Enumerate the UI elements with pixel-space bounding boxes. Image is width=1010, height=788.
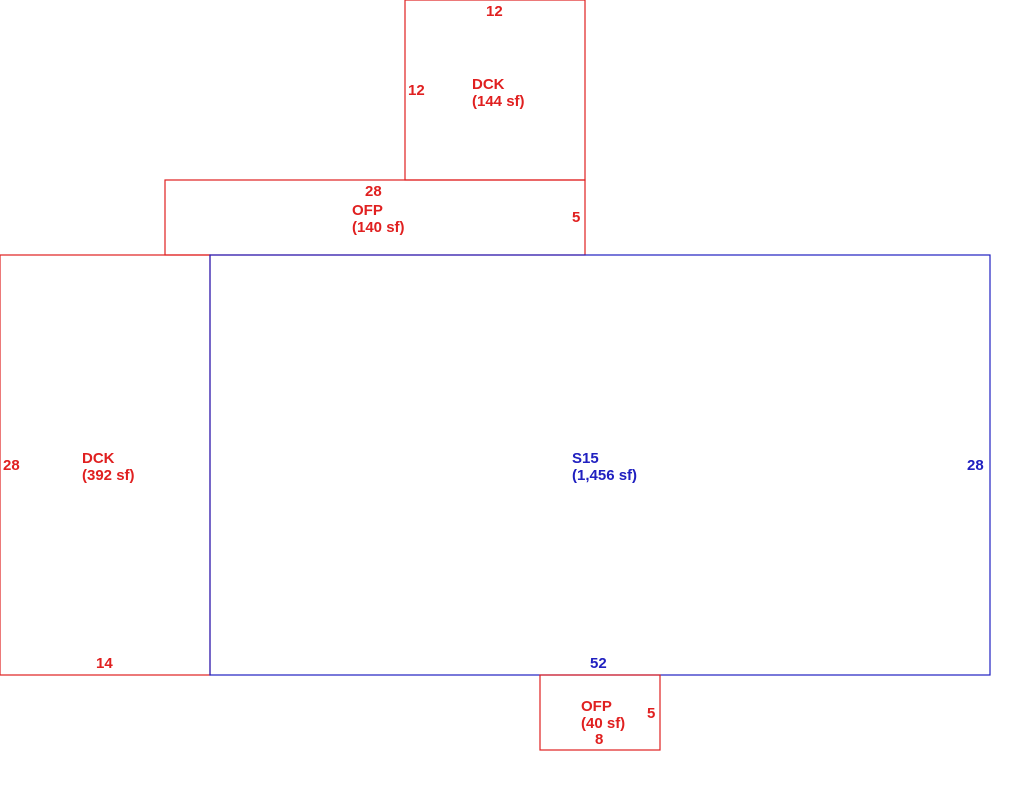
porch-bottom-outline <box>539 674 661 751</box>
porch-top-area: (140 sf) <box>352 219 405 236</box>
main-dim-height: 28 <box>967 457 984 474</box>
deck-left-dim-height: 28 <box>3 457 20 474</box>
porch-bottom-code: OFP <box>581 698 612 715</box>
deck-left-code: DCK <box>82 450 115 467</box>
main-code: S15 <box>572 450 599 467</box>
deck-top-dim-height: 12 <box>408 82 425 99</box>
deck-top-area: (144 sf) <box>472 93 525 110</box>
porch-bottom-dim-width: 8 <box>595 731 603 748</box>
deck-left-area: (392 sf) <box>82 467 135 484</box>
deck-top-code: DCK <box>472 76 505 93</box>
main-structure-outline <box>209 254 991 676</box>
porch-top-dim-width: 28 <box>365 183 382 200</box>
deck-left-dim-width: 14 <box>96 655 113 672</box>
porch-bottom-dim-height: 5 <box>647 705 655 722</box>
main-area: (1,456 sf) <box>572 467 637 484</box>
main-dim-width: 52 <box>590 655 607 672</box>
porch-top-dim-height: 5 <box>572 209 580 226</box>
porch-top-code: OFP <box>352 202 383 219</box>
porch-bottom-area: (40 sf) <box>581 715 625 732</box>
deck-top-dim-width: 12 <box>486 3 503 20</box>
